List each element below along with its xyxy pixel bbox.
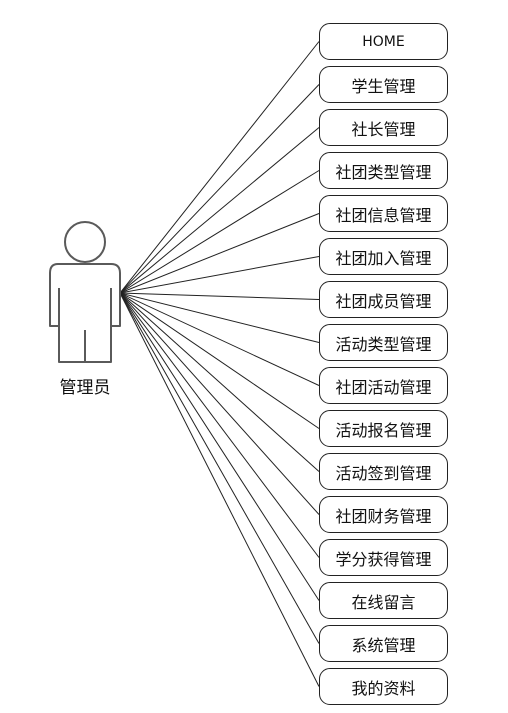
use-case-10[interactable]: 活动签到管理 (319, 453, 448, 490)
association-line-5 (119, 256, 320, 294)
association-line-11 (119, 292, 320, 515)
use-case-0[interactable]: HOME (319, 23, 448, 60)
actor-label: 管理员 (59, 378, 111, 398)
use-case-7[interactable]: 活动类型管理 (319, 324, 448, 361)
association-line-10 (119, 292, 320, 472)
use-case-1[interactable]: 学生管理 (319, 66, 448, 103)
use-case-3[interactable]: 社团类型管理 (319, 152, 448, 189)
use-case-11[interactable]: 社团财务管理 (319, 496, 448, 533)
actor-body (49, 263, 121, 363)
association-line-2 (119, 127, 320, 294)
use-case-13[interactable]: 在线留言 (319, 582, 448, 619)
association-line-15 (119, 292, 320, 687)
association-line-3 (119, 170, 320, 294)
association-line-7 (119, 292, 320, 343)
association-line-6 (119, 292, 320, 300)
use-case-14[interactable]: 系统管理 (319, 625, 448, 662)
association-line-14 (119, 292, 320, 644)
association-line-9 (119, 292, 320, 429)
use-case-12[interactable]: 学分获得管理 (319, 539, 448, 576)
association-lines (119, 41, 320, 687)
person-icon (49, 221, 121, 363)
use-case-15[interactable]: 我的资料 (319, 668, 448, 705)
association-line-12 (119, 292, 320, 558)
association-line-4 (119, 213, 320, 294)
association-line-13 (119, 292, 320, 601)
association-line-0 (119, 41, 320, 294)
use-case-4[interactable]: 社团信息管理 (319, 195, 448, 232)
association-line-8 (119, 292, 320, 386)
use-case-6[interactable]: 社团成员管理 (319, 281, 448, 318)
use-case-2[interactable]: 社长管理 (319, 109, 448, 146)
association-line-1 (119, 84, 320, 294)
use-case-8[interactable]: 社团活动管理 (319, 367, 448, 404)
use-case-5[interactable]: 社团加入管理 (319, 238, 448, 275)
use-case-9[interactable]: 活动报名管理 (319, 410, 448, 447)
actor-head (64, 221, 106, 263)
